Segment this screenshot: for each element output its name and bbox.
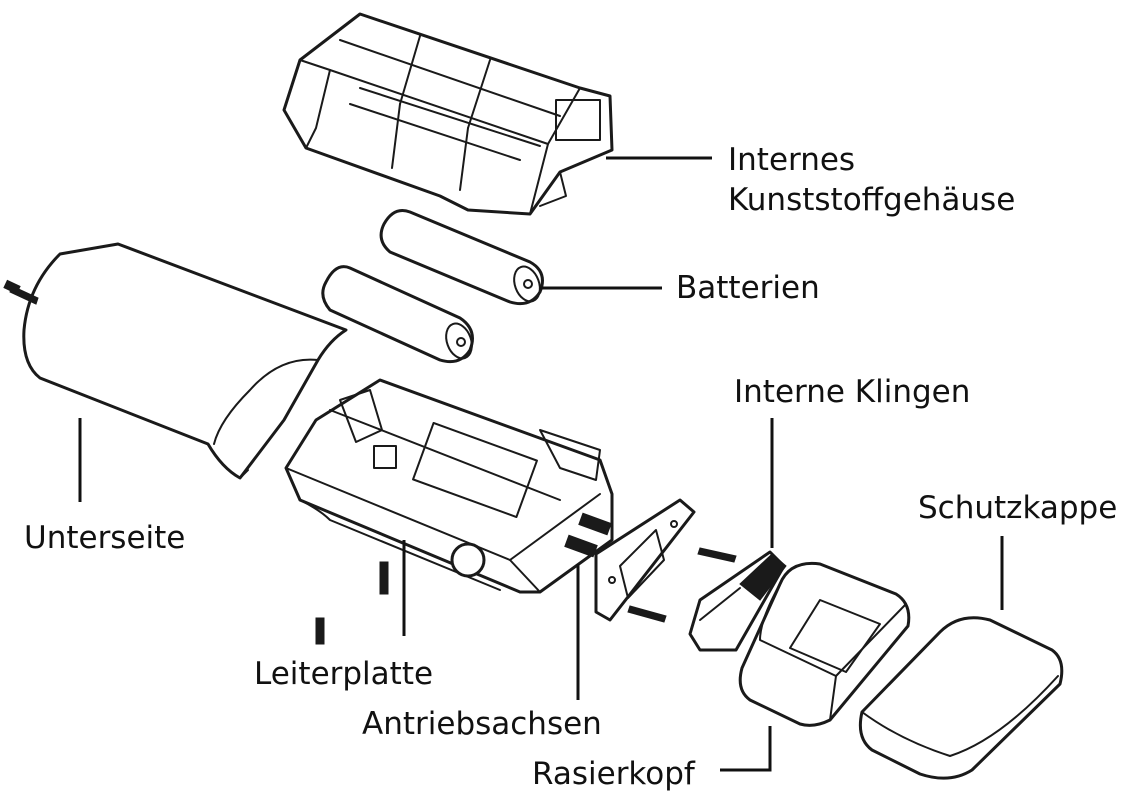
label-internal-blades: Interne Klingen	[734, 374, 971, 410]
mounting-plate	[594, 498, 696, 622]
shaving-head-part	[738, 561, 911, 727]
label-housing-line2: Kunststoffgehäuse	[728, 182, 1016, 218]
leader-lines	[78, 156, 1004, 772]
circuit-board-assembly	[284, 378, 614, 594]
battery-lower	[321, 265, 474, 364]
label-drive-axles: Antriebsachsen	[362, 706, 602, 742]
internal-plastic-housing	[282, 12, 614, 216]
battery-upper	[379, 209, 544, 306]
bottom-cover	[22, 242, 348, 480]
protective-cap-part	[858, 616, 1064, 780]
internal-blades-part	[688, 550, 787, 652]
label-shaving-head: Rasierkopf	[532, 756, 695, 792]
leader-head	[720, 726, 772, 772]
label-bottom: Unterseite	[24, 520, 186, 556]
drive-axles-parts	[564, 512, 612, 558]
small-screws	[315, 547, 737, 645]
label-housing-line1: Internes	[728, 142, 856, 178]
label-protective-cap: Schutzkappe	[918, 490, 1118, 526]
screw-cover	[3, 279, 39, 305]
label-batteries: Batterien	[676, 270, 820, 306]
label-circuit-board: Leiterplatte	[254, 656, 434, 692]
